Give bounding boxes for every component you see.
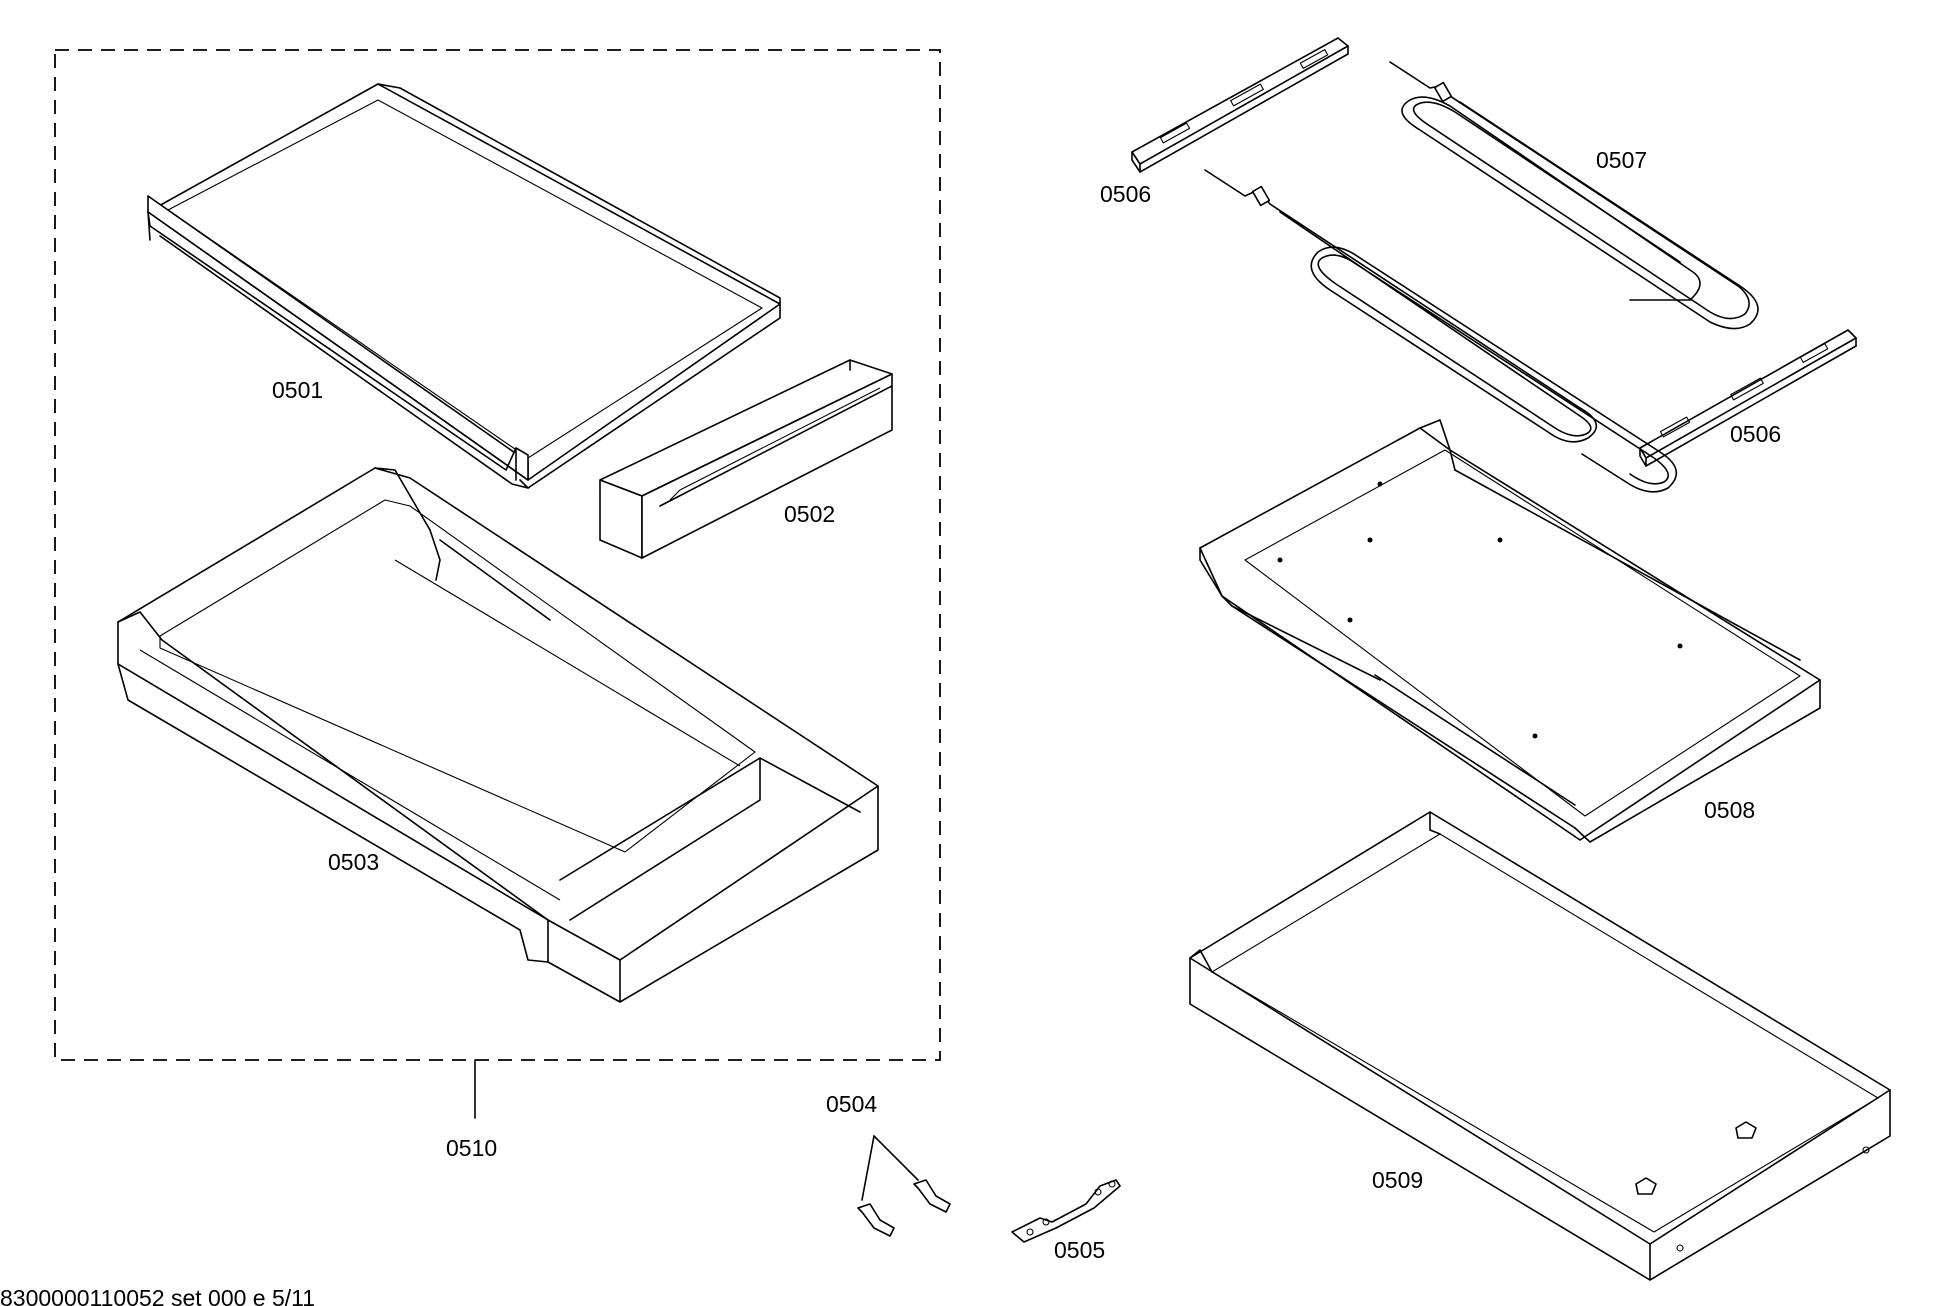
part-0506-rail-lower[interactable]	[1639, 329, 1857, 467]
part-0501-tray[interactable]	[147, 83, 781, 489]
label-0508: 0508	[1704, 797, 1755, 823]
part-0508-frame[interactable]	[1199, 419, 1821, 843]
label-0506-lower: 0506	[1730, 421, 1781, 447]
label-0503: 0503	[328, 849, 379, 875]
label-0507: 0507	[1596, 147, 1647, 173]
label-0506-upper: 0506	[1100, 181, 1151, 207]
label-0509: 0509	[1372, 1167, 1423, 1193]
part-0504-clips[interactable]	[857, 1135, 951, 1237]
label-0502: 0502	[784, 501, 835, 527]
part-0505-bracket[interactable]	[1011, 1179, 1121, 1243]
part-0506-rail-upper[interactable]	[1131, 37, 1349, 173]
assembly-0510-boundary	[54, 49, 941, 1119]
footer-drawing-code: 8300000110052 set 000 e 5/11	[0, 1285, 315, 1306]
part-0502-channel[interactable]	[599, 359, 893, 559]
label-0510: 0510	[446, 1135, 497, 1161]
label-0501: 0501	[272, 377, 323, 403]
part-0507-heating-element[interactable]	[1204, 61, 1759, 493]
label-0505: 0505	[1054, 1237, 1105, 1263]
part-0503-pan[interactable]	[117, 467, 879, 1003]
label-0504: 0504	[826, 1091, 877, 1117]
part-0509-outer-pan[interactable]	[1189, 811, 1891, 1281]
